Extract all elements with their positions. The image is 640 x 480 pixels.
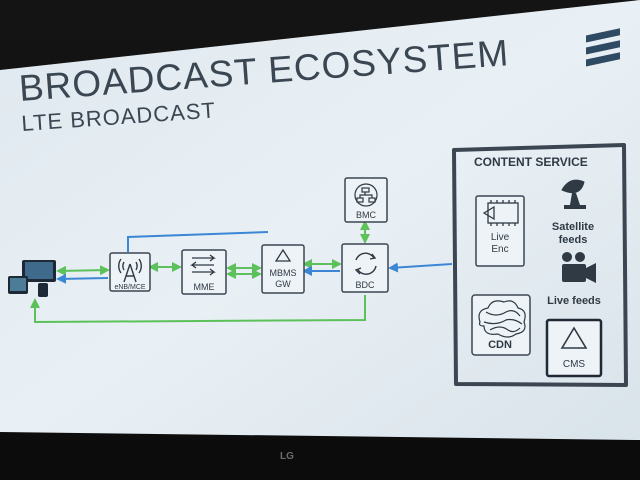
hierarchy-icon [354, 183, 378, 207]
content-service-title: CONTENT SERVICE [474, 155, 588, 169]
antenna-icon [118, 258, 142, 283]
cdn-label: CDN [488, 339, 512, 351]
bmc-label: BMC [356, 210, 377, 220]
network-links [30, 220, 453, 324]
cdn-box: CDN [471, 294, 531, 356]
mme-node: MME [181, 249, 227, 295]
cms-box: CMS [545, 318, 603, 378]
mme-label: MME [194, 282, 215, 292]
bmc-node: BMC [344, 177, 388, 223]
live-enc-line1: Live [491, 232, 510, 243]
live-feeds-label: Live feeds [547, 295, 601, 307]
live-enc-line2: Enc [491, 244, 508, 255]
enb-label: eNB/MCE [114, 284, 145, 291]
chip-icon [482, 200, 519, 226]
mbms-gw-node: MBMS GW [261, 244, 305, 294]
cms-triangle-icon [560, 326, 588, 349]
user-devices-icon [8, 260, 56, 297]
cms-label: CMS [563, 359, 586, 370]
live-encoder-box: Live Enc [475, 195, 525, 267]
satellite-dish-icon [561, 179, 586, 209]
tv-brand-logo: LG [280, 451, 294, 462]
bdc-label: BDC [355, 280, 375, 290]
video-camera-icon [562, 252, 596, 283]
cycle-arrows-icon [354, 252, 377, 275]
satellite-label-line1: Satellite [552, 221, 594, 233]
content-service-panel: CONTENT SERVICE Live Enc Satellite feeds [452, 143, 628, 387]
network-cloud-icon [478, 300, 526, 338]
ericsson-logo-icon [586, 28, 620, 67]
mbms-label-line2: GW [275, 279, 291, 289]
bdc-node: BDC [341, 243, 389, 293]
satellite-label-line2: feeds [559, 234, 588, 246]
enb-mce-node: eNB/MCE [109, 252, 151, 292]
triangle-icon [274, 248, 292, 262]
switch-arrows-icon [190, 254, 216, 276]
mbms-label-line1: MBMS [270, 268, 297, 278]
